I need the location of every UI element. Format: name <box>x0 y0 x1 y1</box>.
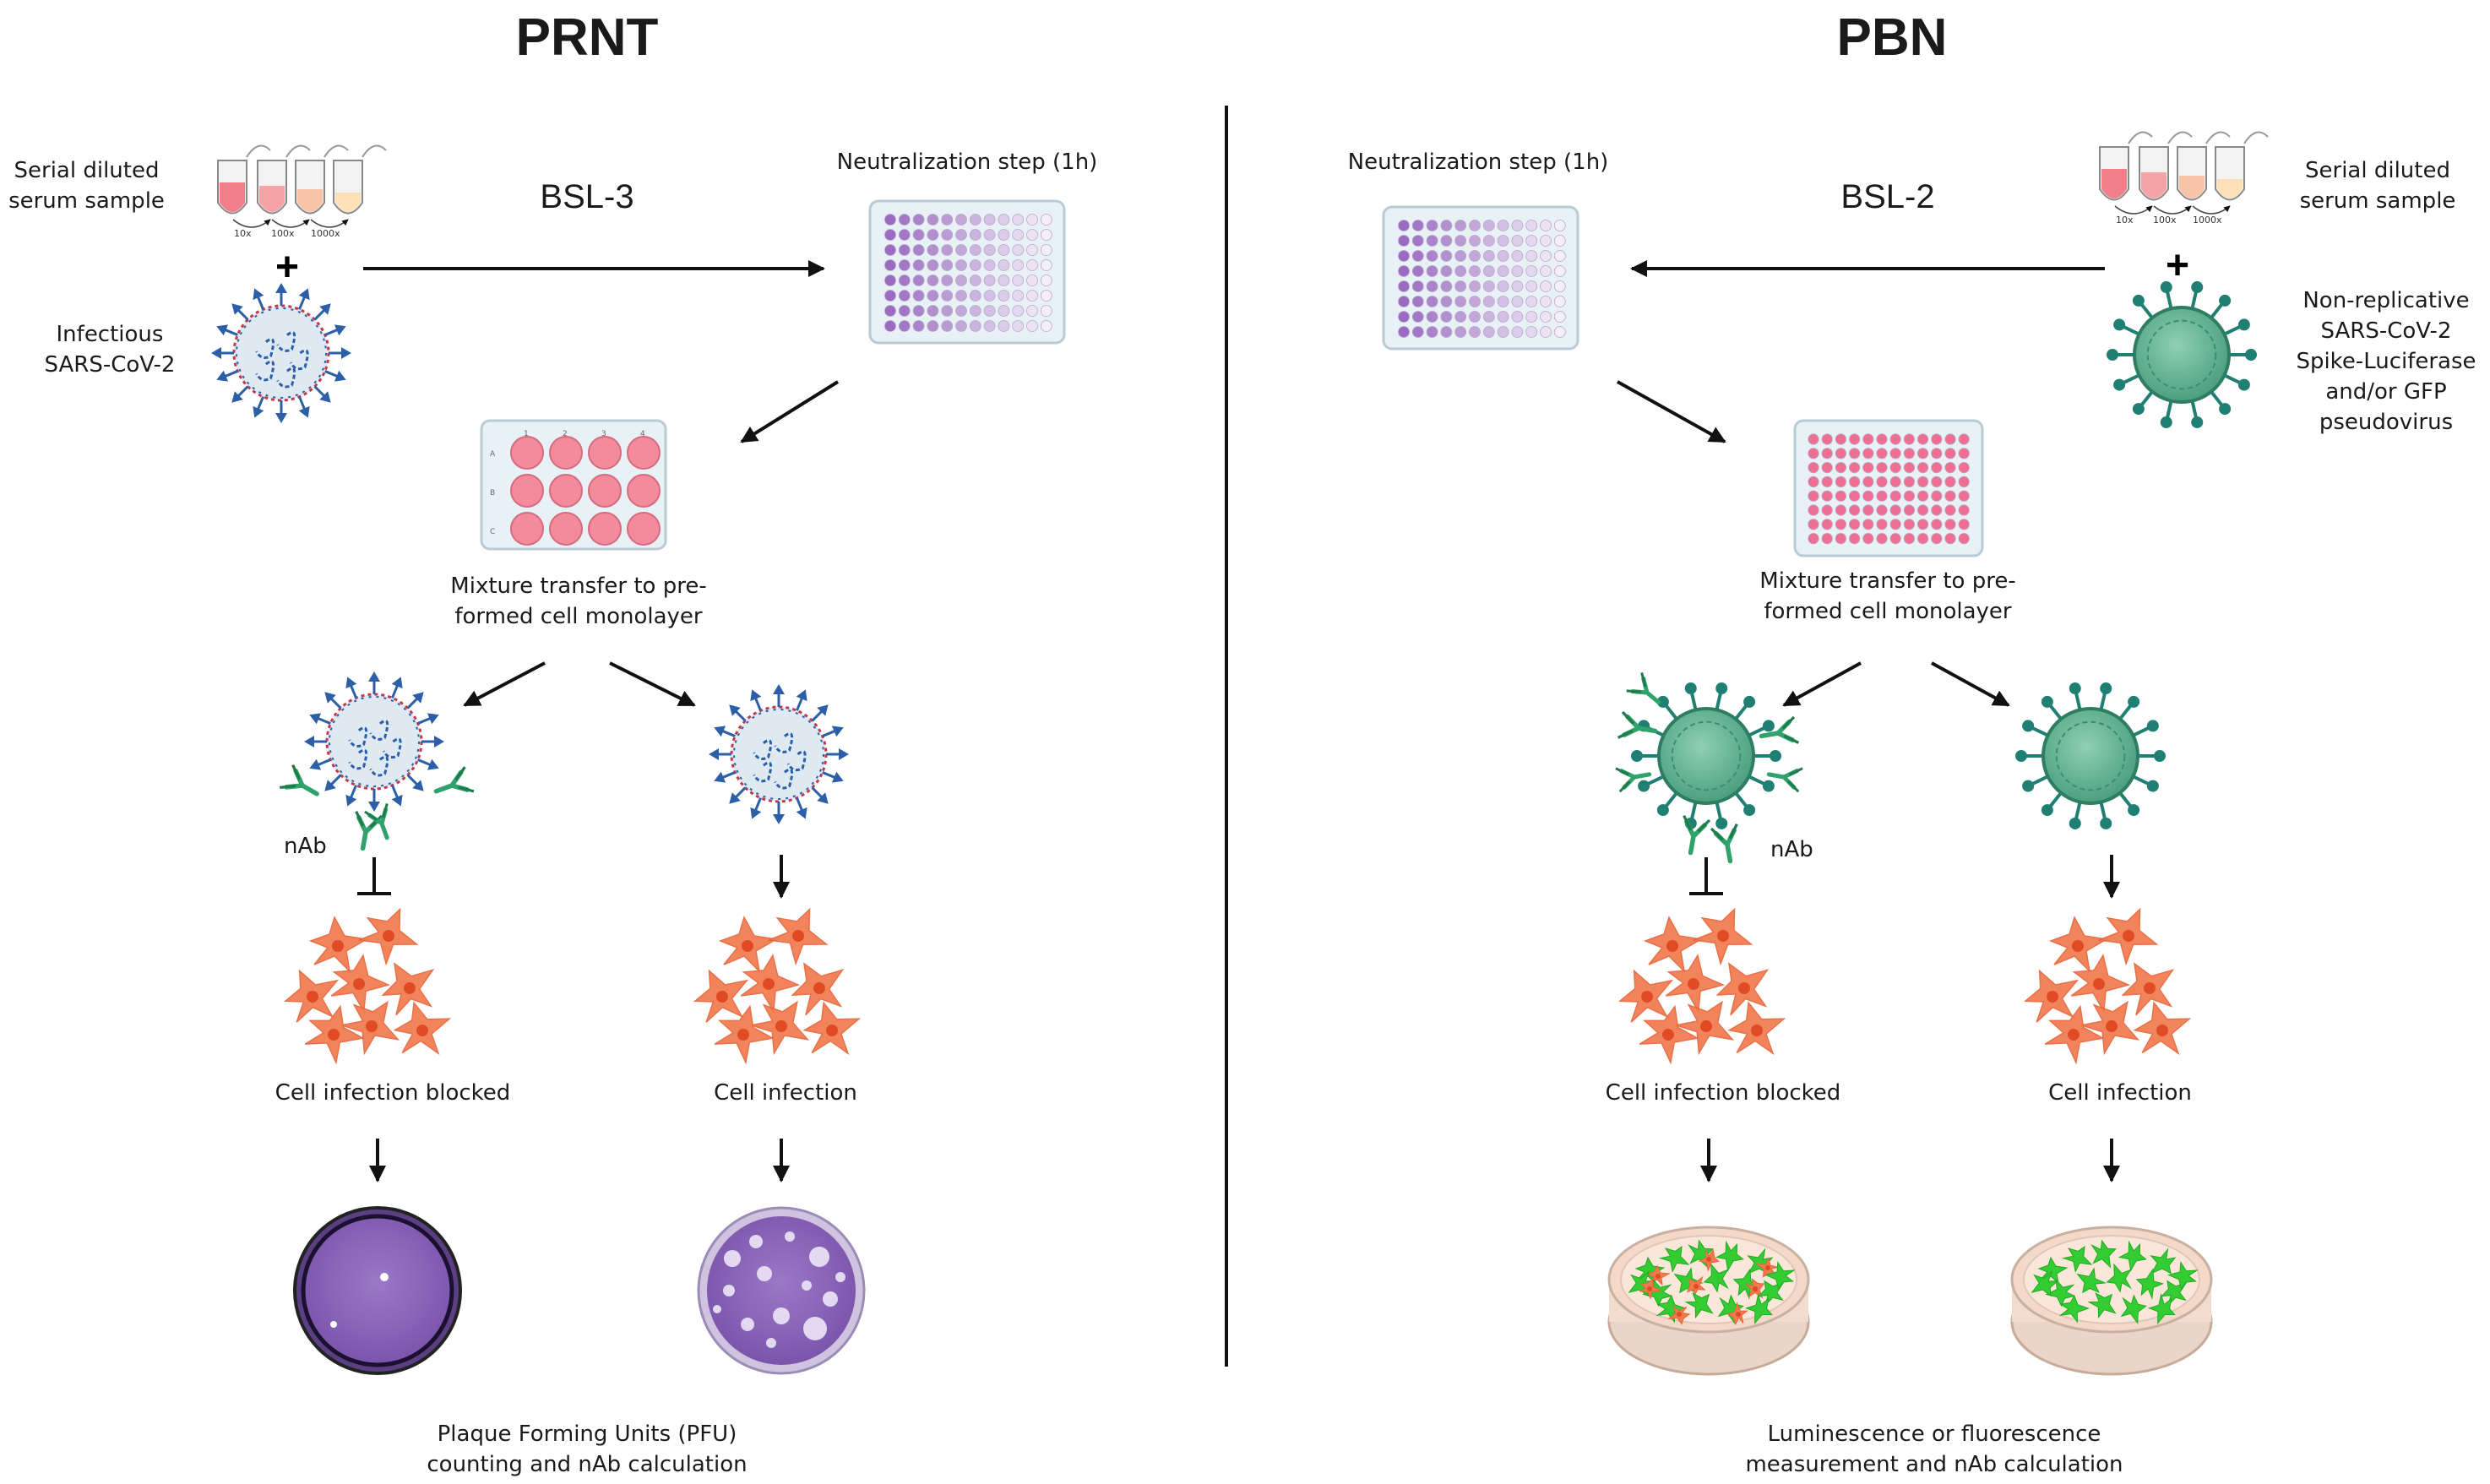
dilution-labels: 10x 100x 1000x 10x 100x 1000x <box>234 215 2222 239</box>
neutralization-label: Neutralization step (1h) <box>836 149 1098 175</box>
sample-label: Serial diluted serum sample <box>8 158 165 214</box>
arrow-icon <box>609 661 696 707</box>
inhibit-icon <box>357 857 391 895</box>
arrow-icon <box>1931 661 2010 707</box>
petri-dish-icon <box>2010 1226 2213 1376</box>
plaque-dish-icon <box>293 1206 462 1375</box>
dilution-label: 10x <box>2116 215 2134 226</box>
plate-row-label: B <box>490 489 495 497</box>
blocked-label: Cell infection blocked <box>275 1080 511 1106</box>
plate-96-icon <box>868 199 1066 345</box>
arrow-icon <box>463 661 546 707</box>
plus-sign: + <box>2166 243 2189 288</box>
plate-96-icon <box>1793 419 1984 557</box>
pseudovirus-icon <box>2015 682 2166 829</box>
panel-title-pbn: PBN <box>1836 8 1948 67</box>
dilution-label: 10x <box>234 228 252 239</box>
arrow-icon <box>1617 380 1726 443</box>
infection-label: Cell infection <box>714 1080 857 1106</box>
cell-cluster-icon <box>693 907 862 1065</box>
inhibit-icon <box>1689 857 1723 895</box>
cell-cluster-icon <box>283 907 452 1065</box>
nab-label: nAb <box>1770 837 1813 862</box>
virus-icon <box>709 684 849 824</box>
blocked-label: Cell infection blocked <box>1605 1080 1841 1106</box>
readout-label: Luminescence or fluorescence measurement… <box>1745 1421 2123 1477</box>
plate-col-label: 4 <box>640 430 645 438</box>
tube-rack-icon <box>2099 131 2269 215</box>
transfer-label: Mixture transfer to pre- formed cell mon… <box>450 573 707 629</box>
dilution-label: 1000x <box>2193 215 2222 226</box>
plate-12-icon: 1 2 3 4 A B C <box>480 419 667 551</box>
plate-row-label: A <box>490 450 496 459</box>
plate-col-label: 3 <box>601 430 606 438</box>
virus-icon <box>304 671 444 812</box>
dilution-label: 1000x <box>311 228 340 239</box>
tube-rack-icon <box>217 144 387 228</box>
cell-cluster-icon <box>1617 907 1786 1065</box>
virus-label: Non-replicative SARS-CoV-2 Spike-Lucifer… <box>2296 288 2476 435</box>
biosafety-label-right: BSL-2 <box>1840 178 1935 215</box>
plus-sign: + <box>275 245 299 290</box>
neutralization-label: Neutralization step (1h) <box>1347 149 1609 175</box>
antibody-icon <box>1615 672 1803 864</box>
arrow-icon <box>1782 661 1862 707</box>
biosafety-label-left: BSL-3 <box>540 178 634 215</box>
virus-icon <box>211 283 351 423</box>
plate-96-icon <box>1382 205 1579 351</box>
arrow-icon <box>740 380 840 443</box>
pseudovirus-icon <box>1631 682 1781 829</box>
transfer-label: Mixture transfer to pre- formed cell mon… <box>1759 568 2016 624</box>
virus-label: Infectious SARS-CoV-2 <box>44 322 176 378</box>
antibody-icon <box>280 764 475 851</box>
dilution-label: 100x <box>271 228 295 239</box>
infection-label: Cell infection <box>2048 1080 2192 1106</box>
plate-col-label: 2 <box>563 430 568 438</box>
nab-label: nAb <box>284 834 327 859</box>
readout-label: Plaque Forming Units (PFU) counting and … <box>427 1421 748 1477</box>
plate-row-label: C <box>490 528 495 536</box>
pseudovirus-icon <box>2107 281 2257 428</box>
panel-title-prnt: PRNT <box>515 8 659 67</box>
plaque-dish-icon <box>697 1206 866 1375</box>
cell-cluster-icon <box>2023 907 2192 1065</box>
dilution-label: 100x <box>2153 215 2177 226</box>
sample-label: Serial diluted serum sample <box>2299 158 2456 214</box>
petri-dish-icon <box>1607 1226 1810 1376</box>
plate-col-label: 1 <box>524 430 529 438</box>
